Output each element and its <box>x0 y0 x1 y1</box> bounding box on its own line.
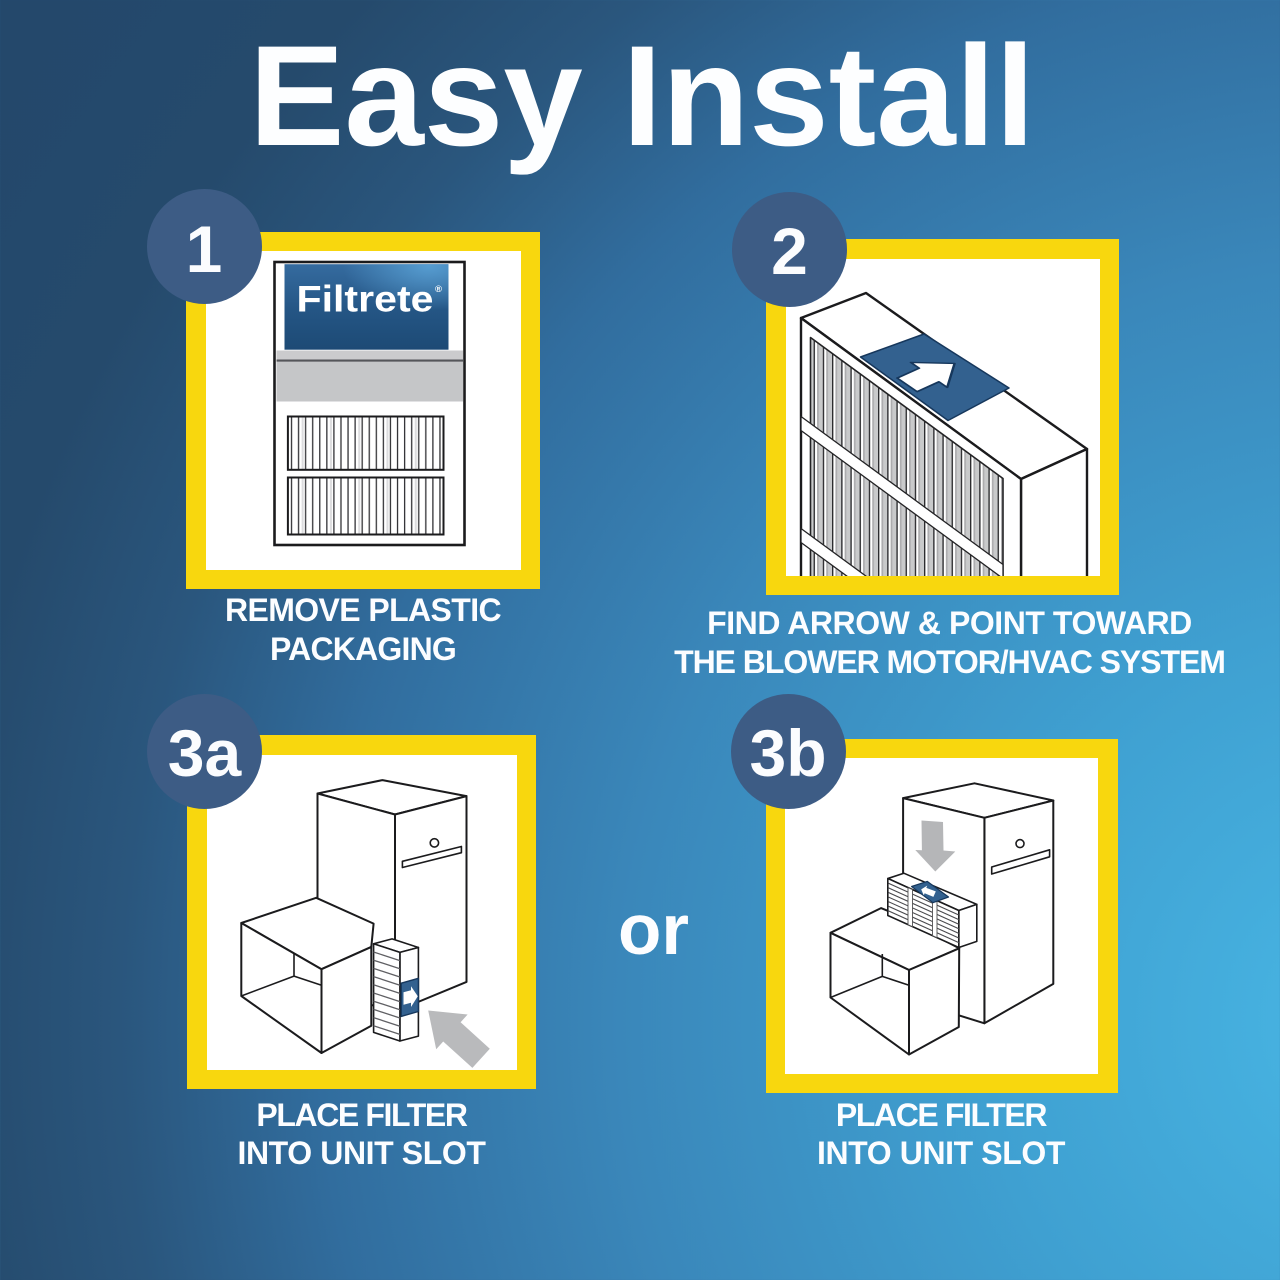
svg-text:®: ® <box>435 284 442 295</box>
svg-text:Filtrete: Filtrete <box>296 278 433 320</box>
